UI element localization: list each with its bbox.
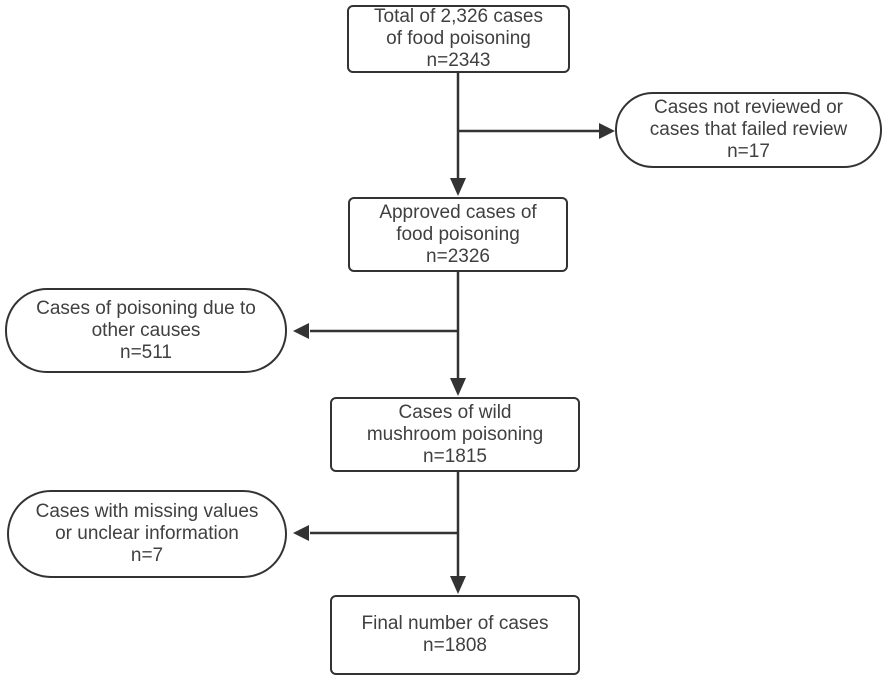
arrowhead-left-other-causes [293, 323, 309, 339]
node-text-line: Cases with missing values [35, 501, 259, 522]
node-not-reviewed: Cases not reviewed or cases that failed … [615, 92, 882, 168]
node-text-line: Cases not reviewed or [653, 97, 844, 118]
arrowhead-down-wild-mushroom [450, 378, 466, 396]
node-text-line: or unclear information [55, 523, 239, 544]
node-wild-mushroom-cases: Cases of wild mushroom poisoning n=1815 [330, 397, 580, 472]
node-count: n=17 [727, 141, 770, 162]
node-text-line: mushroom poisoning [366, 423, 544, 445]
node-count: n=2343 [426, 50, 491, 71]
node-count: n=2326 [426, 245, 490, 267]
node-text-line: cases that failed review [649, 119, 848, 140]
arrowhead-right-not-reviewed [599, 123, 615, 139]
arrowhead-down-approved [450, 178, 466, 196]
node-final-cases: Final number of cases n=1808 [330, 595, 580, 675]
node-text-line: Final number of cases [361, 613, 549, 634]
arrowhead-down-final [450, 576, 466, 594]
arrowhead-left-missing-values [293, 525, 309, 541]
node-missing-values: Cases with missing values or unclear inf… [7, 490, 287, 578]
node-text-line: Total of 2,326 cases [374, 6, 543, 27]
node-approved-cases: Approved cases of food poisoning n=2326 [348, 197, 568, 272]
node-text-line: food poisoning [396, 223, 520, 245]
node-other-causes: Cases of poisoning due to other causes n… [5, 288, 287, 373]
node-text-line: of food poisoning [386, 28, 531, 49]
node-text-line: Cases of poisoning due to [36, 297, 256, 319]
node-total-cases: Total of 2,326 cases of food poisoning n… [347, 5, 570, 73]
node-count: n=1815 [423, 445, 487, 467]
node-count: n=1808 [423, 635, 487, 656]
node-count: n=7 [130, 545, 164, 566]
node-count: n=511 [120, 341, 172, 363]
node-text-line: Approved cases of [379, 201, 537, 223]
node-text-line: Cases of wild [398, 401, 512, 423]
node-text-line: other causes [91, 319, 201, 341]
